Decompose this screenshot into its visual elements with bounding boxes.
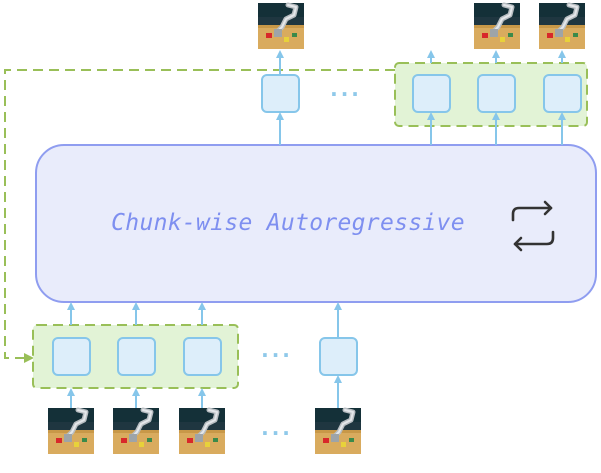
input-token-ellipsis: ··· <box>261 343 293 367</box>
loop-arrows-icon <box>511 200 555 252</box>
output-token <box>412 74 451 113</box>
input-frame-thumbnail <box>113 408 159 454</box>
input-token <box>117 337 156 376</box>
model-title: Chunk-wise Autoregressive <box>111 210 465 236</box>
input-frame-thumbnail <box>179 408 225 454</box>
input-frame-thumbnail <box>315 408 361 454</box>
output-to-frame-arrows <box>276 50 566 75</box>
input-token <box>183 337 222 376</box>
output-frame-thumbnail <box>258 3 304 49</box>
feedback-loop-line <box>4 69 395 363</box>
output-token <box>543 74 582 113</box>
output-token <box>477 74 516 113</box>
input-frame-ellipsis: ··· <box>261 421 293 445</box>
input-to-model-arrows <box>67 302 342 338</box>
autoregressive-model-box <box>35 144 597 303</box>
output-ellipsis: ··· <box>330 82 362 106</box>
input-frame-thumbnail <box>48 408 94 454</box>
output-frame-thumbnail <box>539 3 585 49</box>
model-to-output-arrows <box>276 112 566 145</box>
output-token <box>261 74 300 113</box>
input-token <box>319 337 358 376</box>
frame-to-input-arrows <box>67 375 342 408</box>
input-token <box>52 337 91 376</box>
output-frame-thumbnail <box>474 3 520 49</box>
